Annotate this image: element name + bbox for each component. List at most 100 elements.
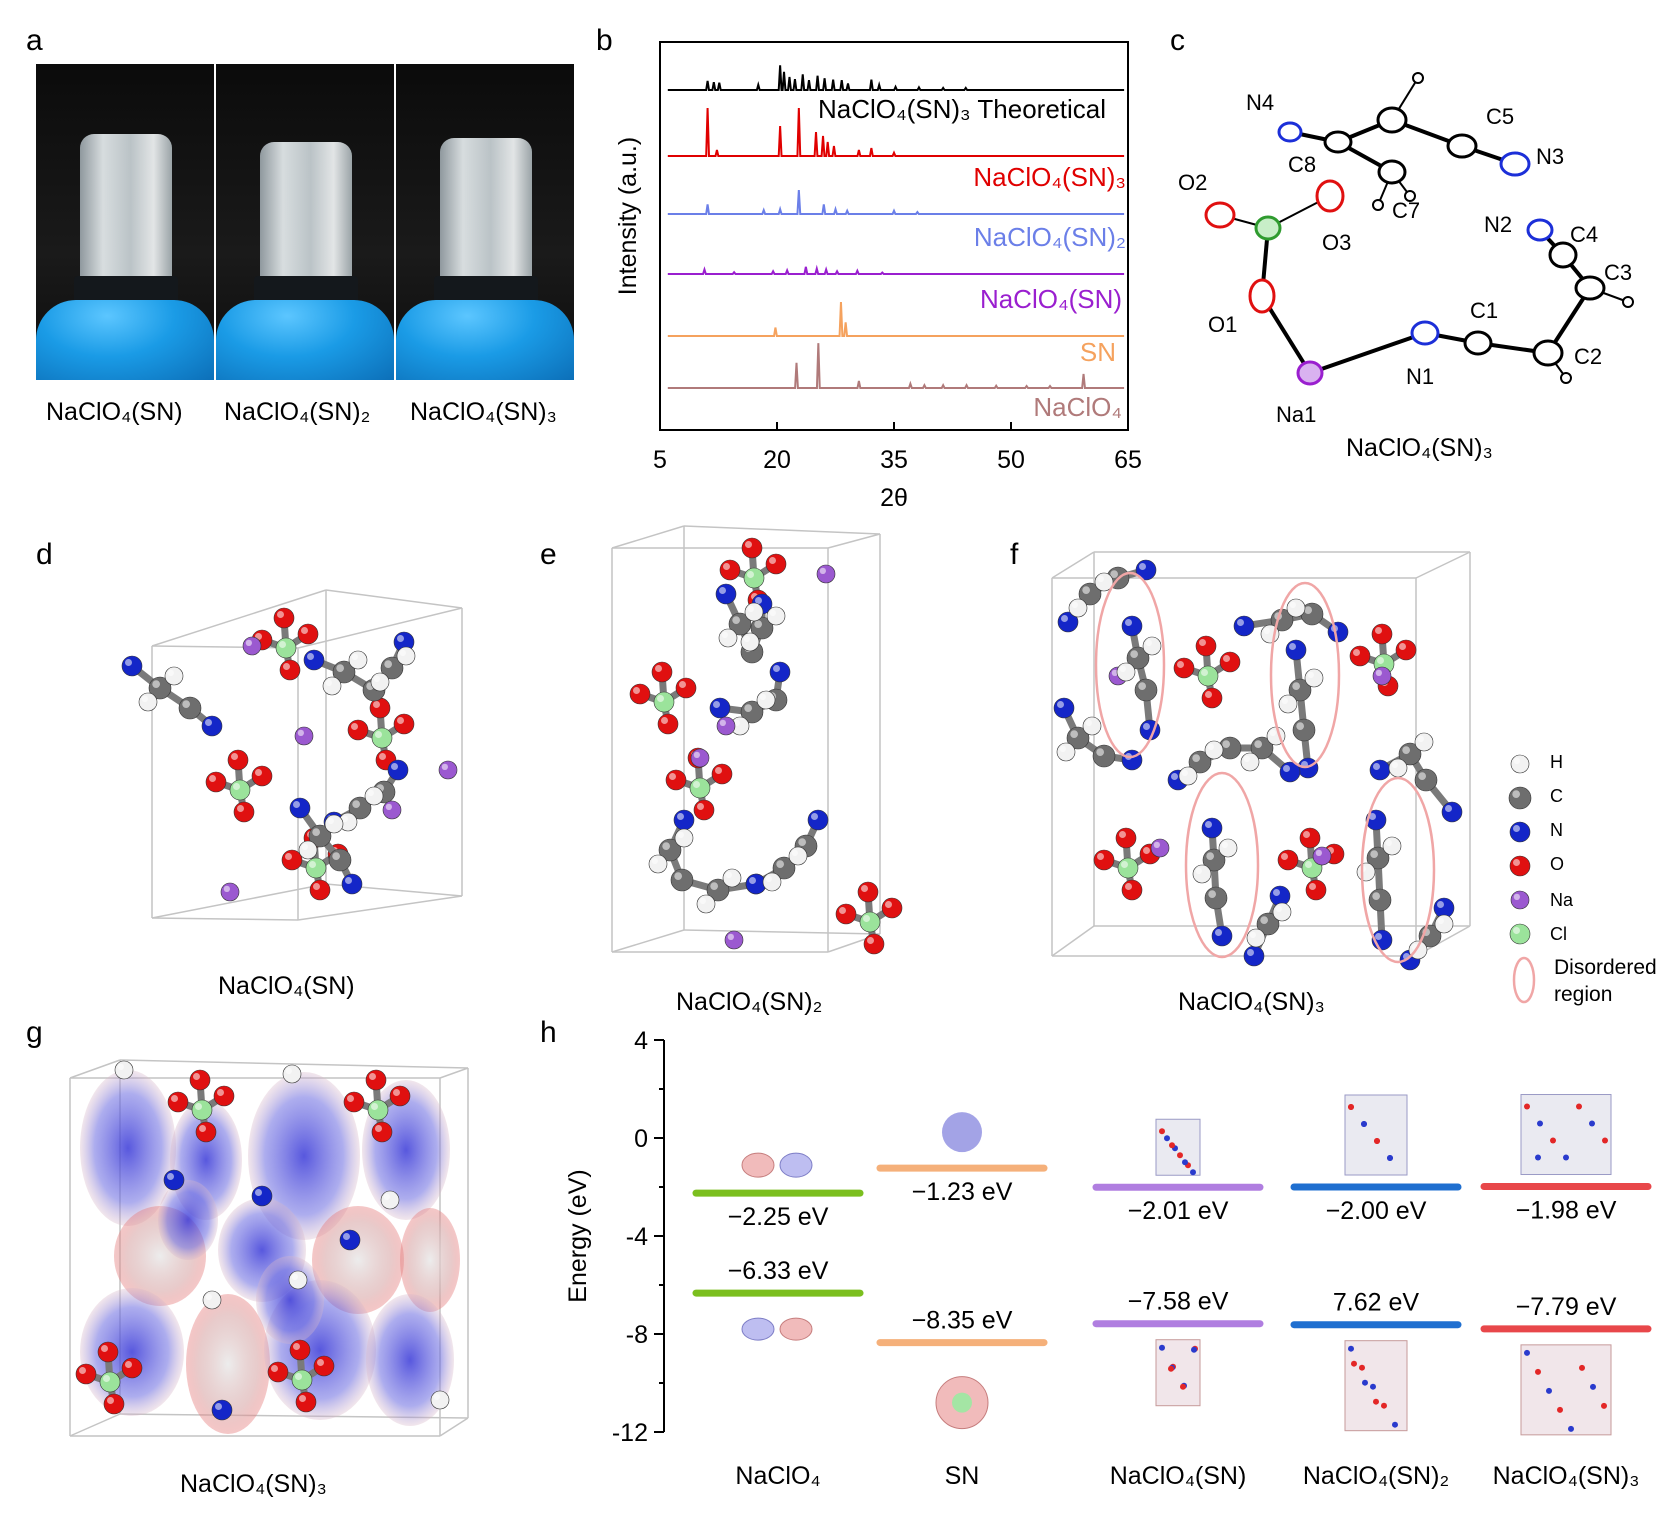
perchlorate-f1 <box>1197 665 1219 687</box>
cell-edge <box>611 525 685 549</box>
atom-highlight <box>1130 650 1138 659</box>
atom-n <box>121 655 143 677</box>
atom-highlight <box>1513 893 1520 900</box>
atom-h <box>766 606 786 626</box>
atom-highlight <box>1377 657 1384 664</box>
atom-highlight <box>1402 746 1410 755</box>
atom-highlight <box>1513 757 1520 764</box>
atom-highlight <box>811 813 818 820</box>
atom-highlight <box>233 783 240 790</box>
atom-h <box>202 1290 222 1310</box>
atom-h <box>1382 836 1402 856</box>
xrd-xtick-label: 65 <box>1114 446 1142 474</box>
atom-c <box>1066 726 1090 750</box>
legend-Cl: Cl <box>1550 924 1567 944</box>
atom-h <box>1142 636 1162 656</box>
atom-highlight <box>754 620 763 629</box>
atom-highlight <box>1437 917 1444 924</box>
atom-highlight <box>1195 867 1202 874</box>
xrd-series-line <box>667 301 1125 337</box>
atom-c <box>706 878 730 902</box>
panel-label-f: f <box>1010 538 1019 571</box>
atom-highlight <box>325 679 332 686</box>
atom-highlight <box>209 775 216 782</box>
structure-d-caption: NaClO₄(SN) <box>218 972 355 1000</box>
atom-h <box>282 1064 302 1084</box>
atom-highlight <box>693 781 700 788</box>
atom-highlight <box>79 1367 86 1374</box>
atom-c <box>1092 744 1116 768</box>
atom-highlight <box>167 1173 174 1180</box>
energy-category-label: NaClO₄ <box>735 1462 820 1490</box>
lumo-value-label: −2.01 eV <box>1128 1197 1229 1225</box>
atom-highlight <box>1247 949 1254 956</box>
atom-C1: C1 <box>1470 298 1499 323</box>
atom-highlight <box>747 605 754 612</box>
energy-category-label: NaClO₄(SN)₃ <box>1493 1462 1640 1490</box>
atom-highlight <box>1249 931 1256 938</box>
atom-highlight <box>1192 754 1200 763</box>
legend-Na: Na <box>1550 890 1574 910</box>
atom-n <box>1201 817 1223 839</box>
atom-highlight <box>1057 701 1064 708</box>
atom-o <box>1349 645 1371 667</box>
atom-highlight <box>384 660 392 669</box>
atom-highlight <box>723 563 730 570</box>
structure-g-caption: NaClO₄(SN)₃ <box>180 1470 327 1498</box>
atom-o <box>835 903 857 925</box>
atom-h <box>718 628 738 648</box>
atom-highlight <box>755 597 762 604</box>
atom-highlight <box>391 763 398 770</box>
atom-o <box>347 719 369 741</box>
atom-highlight <box>299 1395 306 1402</box>
atom-highlight <box>397 717 404 724</box>
atom-h <box>322 676 342 696</box>
atom-n <box>1285 639 1307 661</box>
atom-highlight <box>1085 719 1092 726</box>
atom-highlight <box>215 1403 222 1410</box>
sodium-e <box>724 930 744 950</box>
atom-o <box>1115 827 1137 849</box>
atom-highlight <box>433 1393 440 1400</box>
sodium-d <box>294 726 314 746</box>
atom-highlight <box>295 1373 302 1380</box>
atom-h <box>1116 662 1136 682</box>
atom-o <box>121 1357 143 1379</box>
atom-highlight <box>1139 563 1146 570</box>
atom-o <box>167 1091 189 1113</box>
atom-o <box>1395 639 1417 661</box>
atom-Na1: Na1 <box>1276 402 1317 427</box>
atom-highlight <box>301 627 308 634</box>
atom-highlight <box>297 729 304 736</box>
disordered-region-outline <box>1269 581 1341 769</box>
perchlorate-d4 <box>305 857 327 879</box>
atom-o <box>665 769 687 791</box>
atom-highlight <box>1275 905 1282 912</box>
atom-highlight <box>312 828 320 837</box>
atom-highlight <box>347 1095 354 1102</box>
xrd-series-line <box>667 65 1125 91</box>
atom-o <box>1201 687 1223 709</box>
atom-n <box>1365 809 1387 831</box>
homo-value-label: −8.35 eV <box>912 1307 1013 1335</box>
vial-caption-1: NaClO₄(SN) <box>46 398 183 426</box>
disordered-region-outline <box>1184 771 1260 959</box>
cell-edge <box>439 1417 469 1437</box>
atom-highlight <box>107 1397 114 1404</box>
atom-highlight <box>1070 730 1078 739</box>
atom-highlight <box>791 849 798 856</box>
orbital-illustration <box>1344 1094 1408 1432</box>
atom-highlight <box>1201 669 1208 676</box>
cell-edge <box>827 533 881 549</box>
atom-highlight <box>307 653 314 660</box>
atom-o <box>233 801 255 823</box>
atom-n <box>387 759 409 781</box>
atom-highlight <box>1418 772 1426 781</box>
atom-c <box>670 868 694 892</box>
atom-N3: N3 <box>1536 144 1565 169</box>
atom-c <box>1292 718 1316 742</box>
atom-o <box>371 1121 393 1143</box>
atom-C4: C4 <box>1570 222 1599 247</box>
atom-n <box>339 1229 361 1251</box>
atom-highlight <box>1205 691 1212 698</box>
